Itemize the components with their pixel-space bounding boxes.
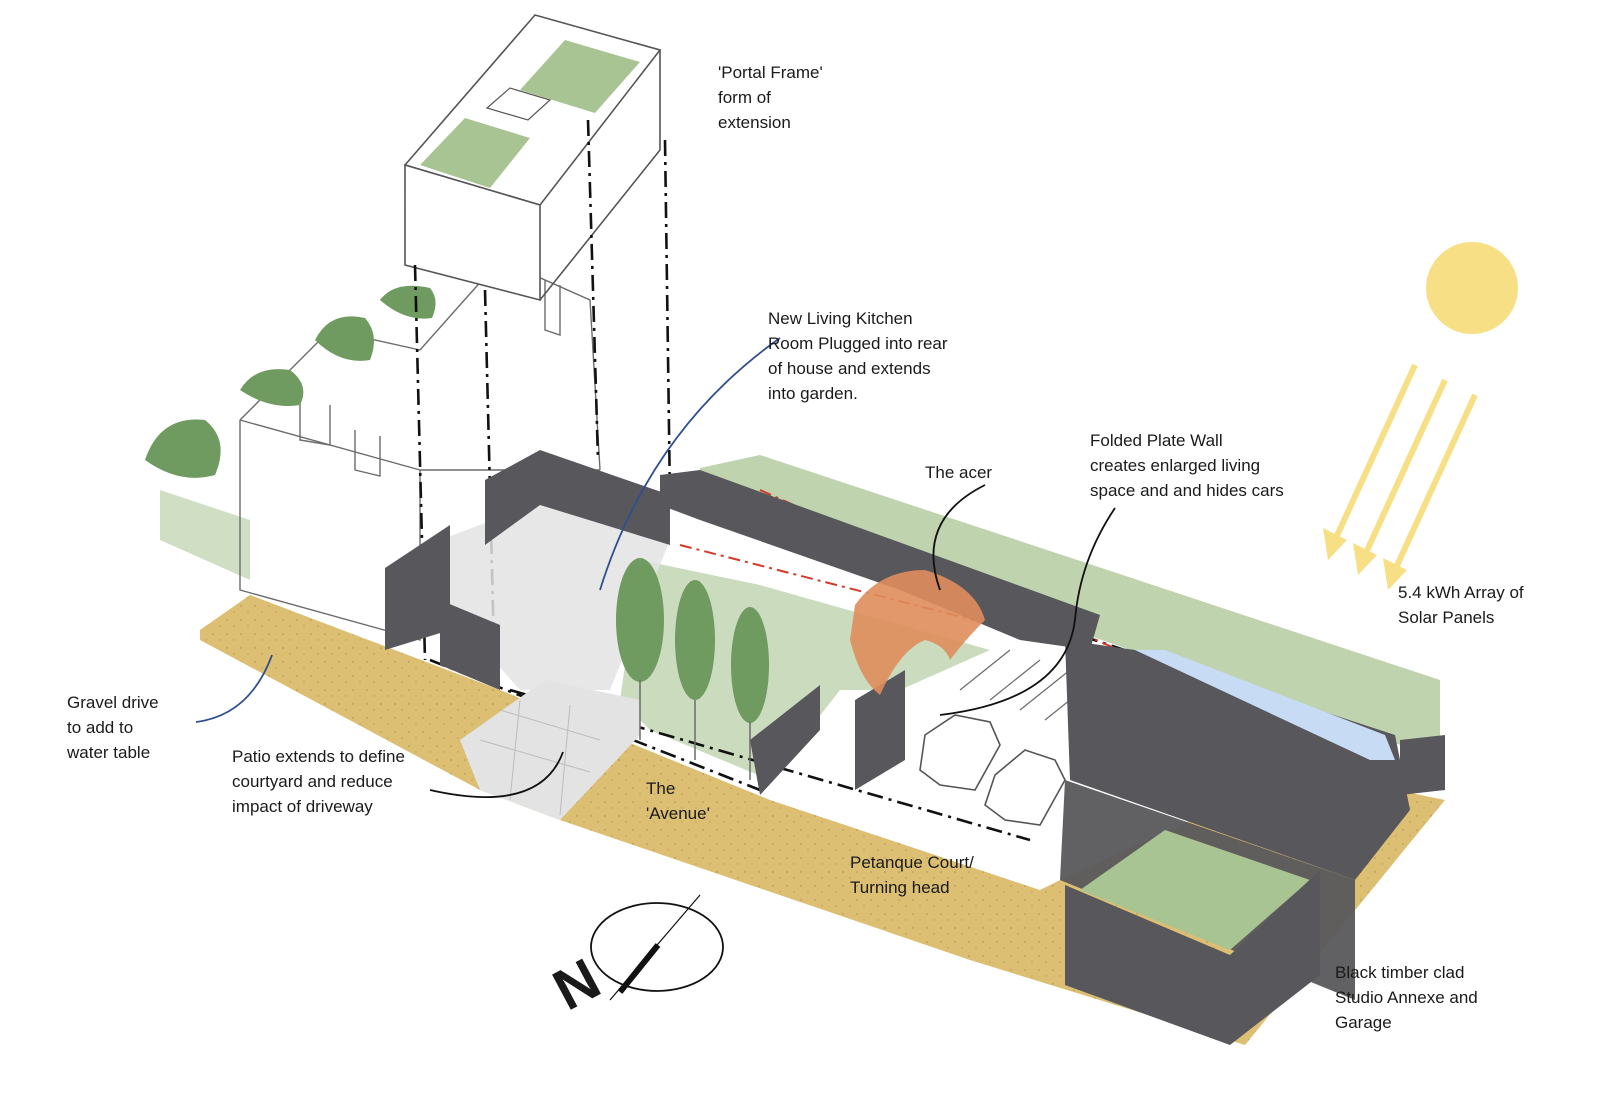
label-studio: Black timber clad Studio Annexe and Gara… xyxy=(1335,960,1478,1035)
label-line: water table xyxy=(67,743,151,762)
folded-plate-wall-end xyxy=(1400,735,1445,795)
label-line: creates enlarged living xyxy=(1090,456,1261,475)
label-line: of house and extends xyxy=(768,359,931,378)
portal-frame xyxy=(403,14,662,302)
label-avenue: The 'Avenue' xyxy=(646,776,710,826)
label-line: Studio Annexe and xyxy=(1335,988,1478,1007)
label-line: extension xyxy=(718,113,791,132)
label-line: The xyxy=(646,779,676,798)
label-line: New Living Kitchen xyxy=(768,309,913,328)
north-arrow-icon xyxy=(590,894,724,1001)
leader-lines xyxy=(195,337,1116,798)
label-line: to add to xyxy=(67,718,134,737)
label-line: impact of driveway xyxy=(232,797,373,816)
label-line: Gravel drive xyxy=(67,693,159,712)
studio-annexe xyxy=(1060,640,1410,1045)
acer-tree xyxy=(850,570,985,695)
label-line: space and and hides cars xyxy=(1090,481,1284,500)
label-line: Patio extends to define xyxy=(232,747,405,766)
label-folded-wall: Folded Plate Wall creates enlarged livin… xyxy=(1090,428,1284,503)
rooflight-2 xyxy=(485,87,552,121)
existing-trees xyxy=(145,285,436,478)
label-solar: 5.4 kWh Array of Solar Panels xyxy=(1398,580,1524,630)
label-gravel: Gravel drive to add to water table xyxy=(67,690,159,765)
patio xyxy=(460,680,640,820)
label-acer: The acer xyxy=(925,460,992,485)
label-portal-frame: 'Portal Frame' form of extension xyxy=(718,60,823,135)
sun-rays xyxy=(1332,363,1478,572)
side-planting xyxy=(160,490,250,580)
label-living-kitchen: New Living Kitchen Room Plugged into rea… xyxy=(768,306,948,406)
label-line: 5.4 kWh Array of xyxy=(1398,583,1524,602)
sun-ray-arrowheads xyxy=(1323,528,1407,590)
sun-icon xyxy=(1426,242,1518,334)
label-line: Turning head xyxy=(850,878,950,897)
label-line: Garage xyxy=(1335,1013,1392,1032)
label-line: Black timber clad xyxy=(1335,963,1465,982)
label-line: Solar Panels xyxy=(1398,608,1495,627)
label-patio: Patio extends to define courtyard and re… xyxy=(232,744,405,819)
avenue-trees xyxy=(616,558,769,780)
car-icon xyxy=(919,714,1066,826)
label-line: into garden. xyxy=(768,384,858,403)
label-line: Room Plugged into rear xyxy=(768,334,948,353)
label-line: The acer xyxy=(925,463,993,482)
label-line: 'Portal Frame' xyxy=(718,63,823,82)
extension-walls xyxy=(385,450,905,795)
solar-panel-glazing xyxy=(1135,650,1395,760)
patio-joints xyxy=(479,699,601,816)
rooflight-1 xyxy=(520,40,640,113)
label-line: courtyard and reduce xyxy=(232,772,393,791)
rooflight-3 xyxy=(420,118,530,188)
label-line: Petanque Court/ xyxy=(850,853,974,872)
label-line: form of xyxy=(718,88,771,107)
garage-box-top xyxy=(1080,830,1310,950)
label-line: Folded Plate Wall xyxy=(1090,431,1223,450)
label-line: 'Avenue' xyxy=(646,804,710,823)
label-petanque: Petanque Court/ Turning head xyxy=(850,850,974,900)
folded-plate-wall xyxy=(660,470,1100,650)
